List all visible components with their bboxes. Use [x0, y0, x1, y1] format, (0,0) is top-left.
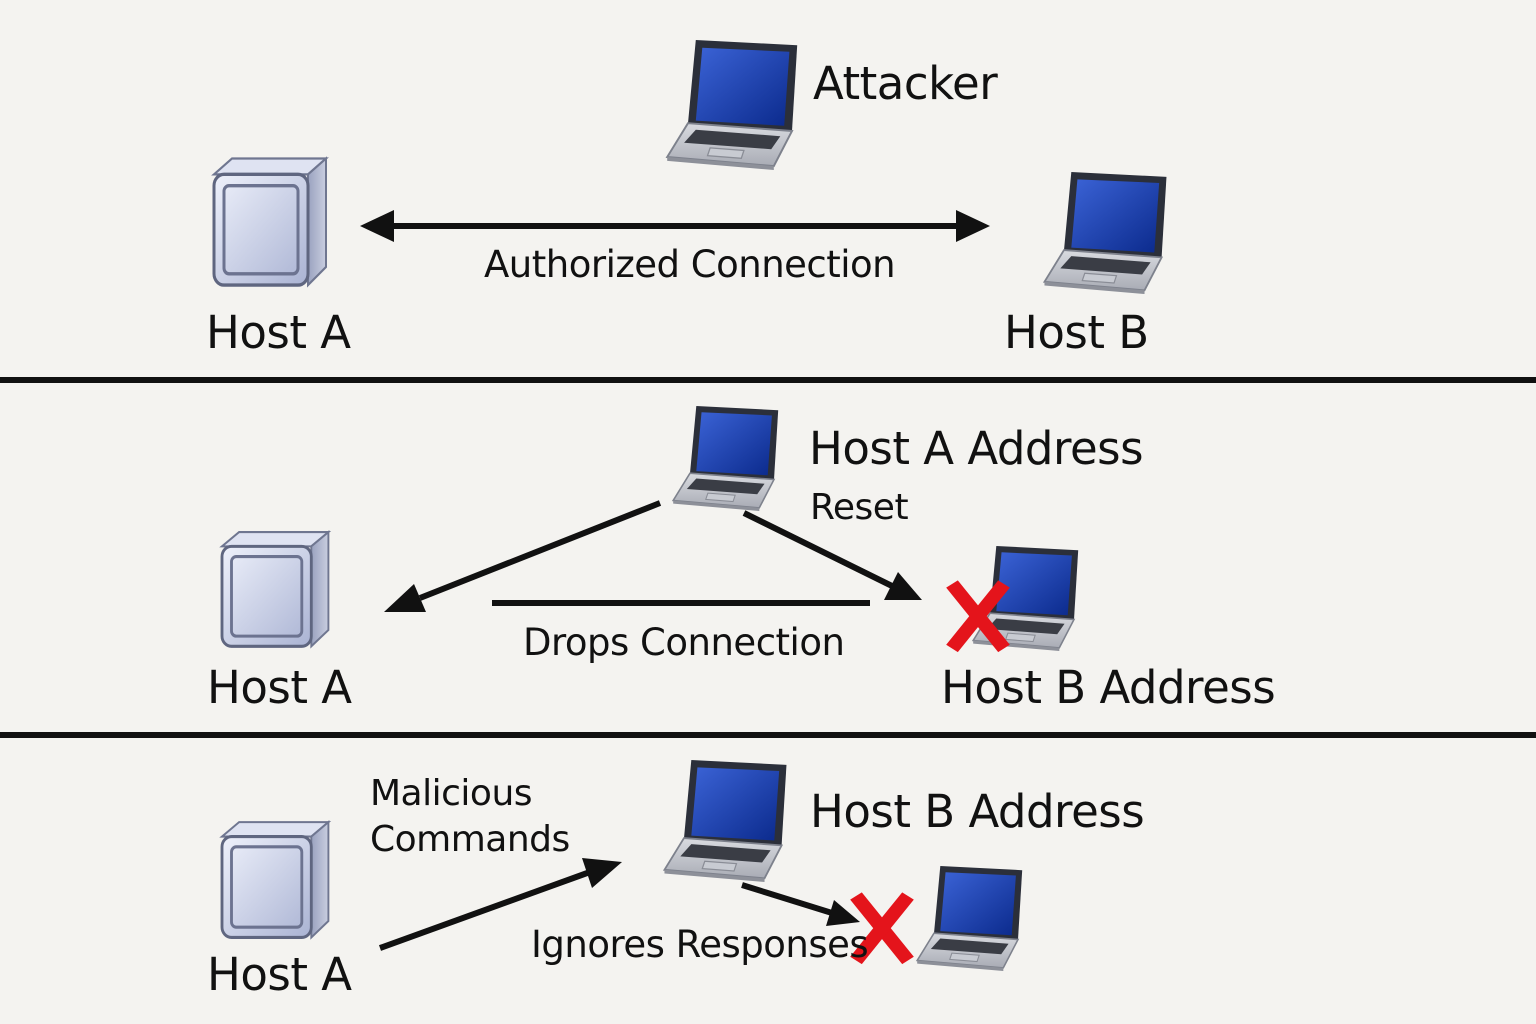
- host-a-server-icon: [212, 156, 328, 287]
- host-a-label: Host A: [206, 306, 351, 359]
- malicious-label: Malicious: [370, 773, 533, 814]
- host-a-address-label: Host A Address: [809, 422, 1144, 475]
- host-a-label: Host A: [207, 661, 352, 714]
- ignored-responses-arrow-icon: [741, 882, 860, 926]
- reset-arrow-to-host-b-icon: [742, 510, 922, 600]
- authorized-connection-arrow-icon: [360, 210, 990, 242]
- host-a-label: Host A: [207, 948, 352, 1001]
- host-b-label: Host B: [1004, 306, 1149, 359]
- attacker-laptop-icon: [663, 759, 788, 883]
- host-b-laptop-icon: [1043, 171, 1168, 295]
- malicious-commands-arrow-icon: [378, 858, 622, 951]
- attacker-label: Attacker: [813, 57, 998, 110]
- drops-connection-label: Drops Connection: [523, 621, 845, 664]
- attacker-laptop-icon: [672, 405, 779, 512]
- commands-label: Commands: [370, 819, 570, 860]
- host-a-server-icon: [220, 530, 330, 648]
- host-a-server-icon: [220, 820, 330, 940]
- attacker-laptop-icon: [666, 39, 799, 171]
- host-b-address-label: Host B Address: [941, 661, 1276, 714]
- ignores-responses-label: Ignores Responses: [531, 923, 869, 966]
- reset-label: Reset: [810, 487, 909, 528]
- host-b-address-label: Host B Address: [810, 785, 1145, 838]
- host-b-laptop-icon: [916, 865, 1023, 972]
- authorized-connection-label: Authorized Connection: [484, 243, 896, 286]
- spoof-arrow-to-host-a-icon: [384, 500, 662, 612]
